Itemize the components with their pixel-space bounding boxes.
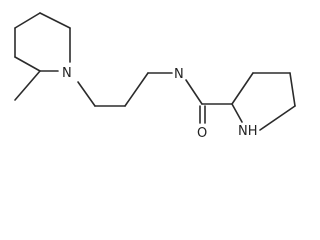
bond-chain-n-c1 <box>77 81 96 107</box>
atom-label-amide-o: O <box>197 126 207 141</box>
bond-pyr-c5-n <box>259 105 296 131</box>
bond-amide-n-c <box>185 79 203 105</box>
atom-label-pyrrolidine-nh: NH <box>238 124 258 139</box>
bond-chain-c2-c3 <box>124 72 149 107</box>
atom-label-amide-n: N <box>174 67 184 82</box>
molecule-drawing: N N O NH <box>14 12 296 141</box>
structure-diagram: N N O NH <box>14 12 296 141</box>
bond-ring-c4-c3 <box>14 56 41 72</box>
bond-pyr-c4-c5 <box>289 72 296 107</box>
bond-ring-c6-c5 <box>14 12 41 29</box>
bond-ring-c1-c6 <box>39 12 71 29</box>
bond-methyl <box>14 70 41 101</box>
atom-label-piperidine-n: N <box>62 66 72 81</box>
bond-pyr-c2-c3 <box>231 72 254 105</box>
bond-pyr-n-c2 <box>231 103 243 123</box>
